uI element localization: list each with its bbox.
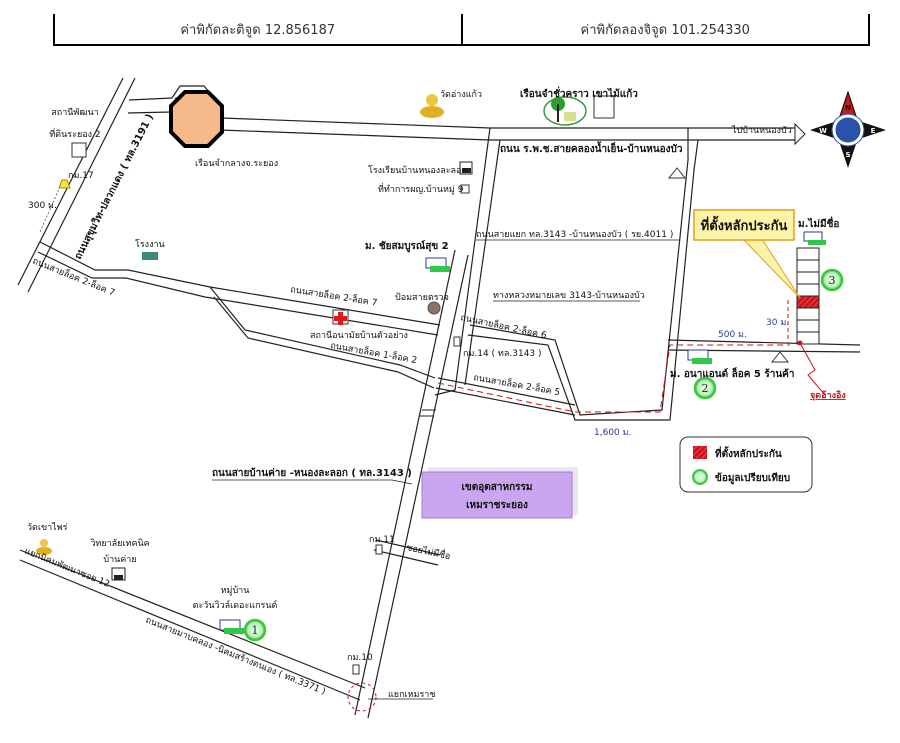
road-junction-3143-label: ถนนสายแยก ทล.3143 -บ้านหนองบัว ( รย.4011… <box>476 229 673 240</box>
road-block2-7 <box>37 241 441 336</box>
hemaraj-junction-circle <box>347 682 377 712</box>
km11-post-icon <box>375 544 383 555</box>
compass-rose-icon: N S E W <box>810 90 886 168</box>
km14-label: กม.14 ( ทล.3143 ) <box>463 349 542 359</box>
distance-1600-label: 1,600 ม. <box>594 428 631 438</box>
temp-prison-label: เรือนจำชั่วคราว เขาไม้แก้ว <box>520 86 638 100</box>
km14-post-icon <box>453 336 461 347</box>
callout-pointer <box>738 235 801 299</box>
svg-text:2: 2 <box>702 382 709 395</box>
distance-300-label: 300 ม. <box>28 201 57 211</box>
road-block1-2-label: ถนนสายล็อค 1-ล็อค 2 <box>329 338 418 366</box>
km17-label: กม.17 <box>68 171 94 181</box>
school-label: โรงเรียนบ้านหนองละลอก <box>368 165 467 176</box>
village-2-label: ม. อนาแอนด์ ล็อค 5 ร้านค้า <box>670 366 794 380</box>
temple-buddha-icon <box>420 94 444 118</box>
village-house-icon <box>425 257 450 272</box>
longitude-label: ค่าพิกัดลองจิจูด 101.254330 <box>460 14 869 44</box>
tech-college-label-2: บ้านค่าย <box>103 554 136 565</box>
police-box-icon <box>427 301 441 315</box>
village-office-label: ที่ทำการผญ.บ้านหมู่ 9 <box>378 182 464 195</box>
road-block2-5 <box>435 377 576 416</box>
dev-station-square-icon <box>71 142 87 158</box>
distance-500-label: 500 ม. <box>718 330 747 340</box>
collateral-callout-box <box>693 209 795 241</box>
km10-label: กม.10 <box>347 653 373 663</box>
compass-n: N <box>845 104 851 112</box>
chaisomboon-label: ม. ชัยสมบูรณ์สุข 2 <box>365 240 449 253</box>
legend-label-comparison: ข้อมูลเปรียบเทียบ <box>715 472 790 485</box>
reservoir-shape <box>169 90 224 148</box>
distance-30-label: 30 ม. <box>766 318 789 328</box>
temple-angkaew-label: วัดอ่างแก้ว <box>440 89 482 100</box>
legend-box <box>679 436 813 493</box>
health-station-cross-icon <box>332 309 349 325</box>
compass-w: W <box>819 127 827 135</box>
village-3-label: ม.ไม่มีชื่อ <box>798 216 839 230</box>
industrial-estate-box <box>421 471 573 519</box>
village-1-label-2: ตะวันวิวล์เดอะแกรนด์ <box>193 599 278 611</box>
legend-label-collateral: ที่ตั้งหลักประกัน <box>715 446 782 460</box>
village-house-icon <box>803 231 826 245</box>
reference-pointer <box>799 342 826 396</box>
road-block2-7-left-label: ถนนสายล็อค 2-ล็อค 7 <box>31 254 117 299</box>
village-1-label-1: หมู่บ้าน <box>221 585 250 596</box>
tech-college-label-1: วิทยาลัยเทคนิค <box>90 538 149 549</box>
triangle-marker-icon <box>667 167 687 179</box>
temp-prison-tree-icon <box>543 96 587 126</box>
industrial-estate-line2: เหมราชระยอง <box>466 500 528 511</box>
road-soi-unnamed <box>373 539 441 566</box>
triangle-marker-icon <box>770 351 790 363</box>
temp-prison-square-icon <box>593 95 615 119</box>
to-nongbua-label: ไปบ้านหนองบัว <box>731 125 792 136</box>
comparison-marker-2: 2 <box>693 376 717 400</box>
compass-s: S <box>845 151 850 159</box>
svg-text:3: 3 <box>829 274 836 287</box>
distance-1600-route <box>437 344 790 413</box>
health-station-label: สถานีอนามัยบ้านตัวอย่าง <box>310 330 408 341</box>
compass-e: E <box>871 127 876 135</box>
collateral-plot <box>796 295 820 309</box>
green-circle-icon <box>692 469 708 485</box>
industrial-estate-line1: เขตอุตสาหกรรม <box>462 482 533 493</box>
dev-station-label-1: สถานีพัฒนา <box>51 107 98 118</box>
comparison-marker-1: 1 <box>243 618 267 642</box>
school-flag-icon <box>459 161 473 175</box>
junction-12-label: แยกนิคมพัฒนาซอย 12 <box>23 546 111 590</box>
km17-bell-icon <box>58 179 71 189</box>
road-mabkha-3371 <box>19 549 366 701</box>
road-block2-7-mid-label: ถนนสายล็อค 2-ล็อค 7 <box>290 282 379 309</box>
factory-icon <box>142 252 158 260</box>
junction-hemaraj-label: แยกเหมราช <box>388 690 435 700</box>
comparison-marker-3: 3 <box>820 268 844 292</box>
village-office-square-icon <box>460 184 470 194</box>
km11-label: กม.11 <box>369 535 395 545</box>
dev-station-label-2: ที่ดินระยอง 2 <box>49 127 100 140</box>
road-block1-2 <box>209 286 436 389</box>
red-hatched-square-icon <box>693 446 707 459</box>
reference-point-label: จุดอ้างอิง <box>810 390 846 401</box>
temple-buddha-icon <box>36 539 52 555</box>
village-house-icon <box>219 619 244 634</box>
village-house-icon <box>687 349 712 364</box>
svg-text:1: 1 <box>252 624 259 637</box>
police-box-label: ป้อมสายตรวจ <box>395 292 449 303</box>
reservoir-label: เรือนจำกลางจ.ระยอง <box>195 158 278 169</box>
road-rpch-label: ถนน ร.พ.ช.สายคลองน้ำเย็น-บ้านหนองบัว <box>500 141 683 155</box>
collateral-callout-label: ที่ตั้งหลักประกัน <box>701 215 788 234</box>
road-rpch-loop <box>434 127 699 421</box>
latitude-label: ค่าพิกัดละติจูด 12.856187 <box>180 22 336 38</box>
road-block2-6-label: ถนนสายล็อค 2-ล็อค 6 <box>459 310 548 341</box>
km10-post-icon <box>352 664 360 675</box>
highway-3143-label: ทางหลวงหมายเลข 3143-บ้านหนองบัว <box>493 290 645 301</box>
site-plot-column <box>796 247 820 345</box>
factory-label: โรงงาน <box>135 239 165 250</box>
tech-college-flag-icon <box>111 567 126 581</box>
distance-300-line <box>39 181 63 233</box>
coordinates-bar: ค่าพิกัดละติจูด 12.856187 ค่าพิกัดลองจิจ… <box>53 14 870 46</box>
road-bankhai-3143-label: ถนนสายบ้านค่าย -หนองละลอก ( ทล.3143 ) <box>212 467 412 479</box>
temple-khaophai-label: วัดเขาไพร่ <box>27 522 68 533</box>
